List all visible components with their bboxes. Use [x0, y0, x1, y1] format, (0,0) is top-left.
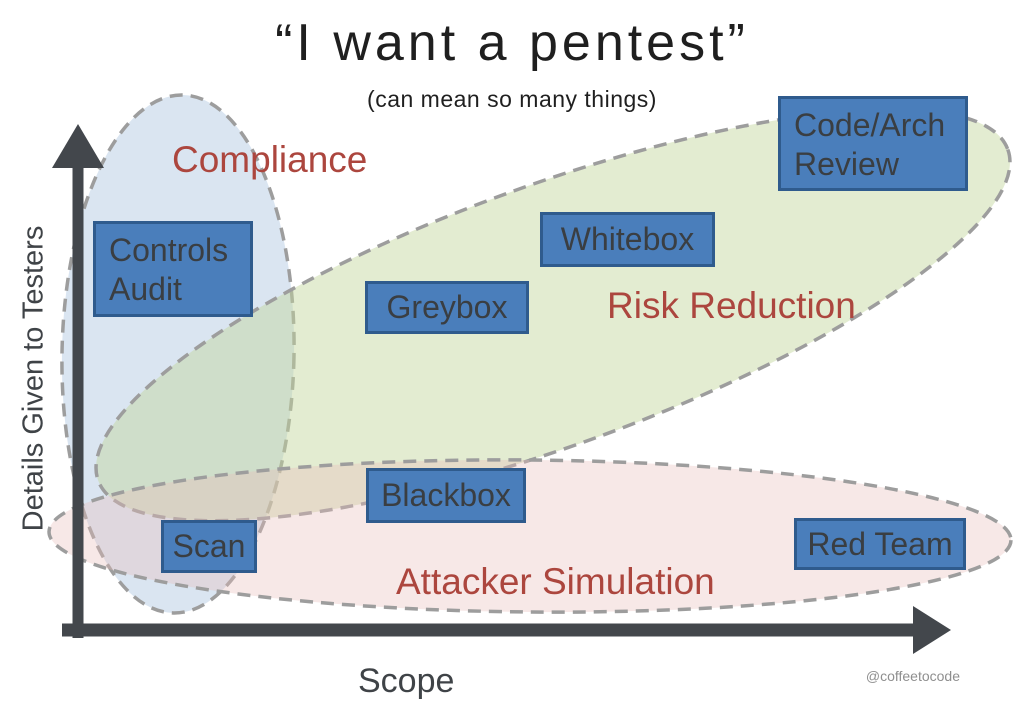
compliance-region-label: Compliance [172, 139, 368, 180]
y-axis-arrow [52, 124, 104, 638]
page-title: “I want a pentest” [275, 14, 749, 72]
y-axis-label: Details Given to Testers [17, 225, 50, 532]
greybox-box: Greybox [365, 281, 529, 334]
blackbox-box: Blackbox [366, 468, 526, 523]
x-axis-label: Scope [358, 662, 455, 700]
risk-reduction-ellipse [94, 107, 1012, 523]
attacker-simulation-region-label: Attacker Simulation [396, 561, 715, 602]
code-arch-review-box: Code/Arch Review [778, 96, 968, 191]
red-team-box: Red Team [794, 518, 966, 570]
attacker-simulation-ellipse [47, 458, 1013, 614]
controls-audit-box: Controls Audit [93, 221, 253, 317]
risk-reduction-region-label: Risk Reduction [607, 285, 856, 326]
scan-box: Scan [161, 520, 257, 573]
x-axis-arrow [62, 606, 951, 654]
whitebox-box: Whitebox [540, 212, 715, 267]
watermark-credit: @coffeetocode [865, 668, 960, 684]
page-subtitle: (can mean so many things) [367, 86, 657, 112]
